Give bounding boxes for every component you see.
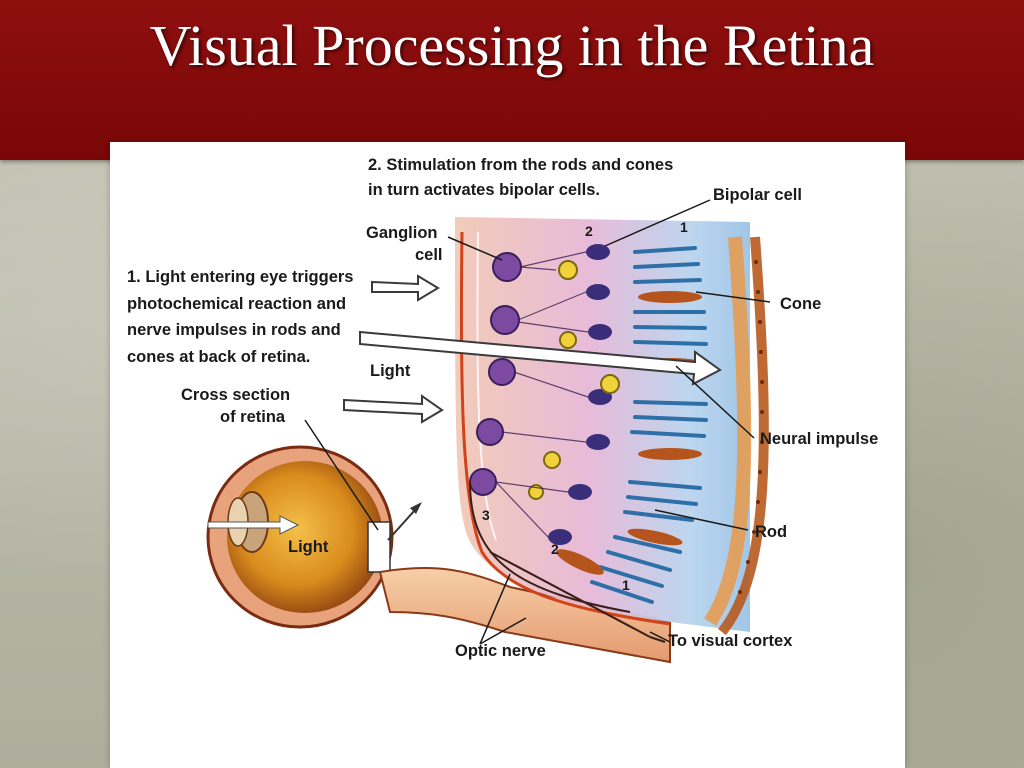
eyeball — [206, 445, 394, 629]
cross-section-pointer-arrow — [387, 509, 416, 541]
step2-text-line1: 2. Stimulation from the rods and cones — [368, 156, 673, 174]
cone-label: Cone — [780, 295, 821, 313]
retina-diagram: 2. Stimulation from the rods and cones i… — [127, 156, 878, 664]
optic-nerve-label: Optic nerve — [455, 642, 546, 660]
step1-text-line3: nerve impulses in rods and — [127, 321, 341, 339]
step-number-bottom-3: 3 — [482, 507, 490, 523]
impulse-path — [469, 481, 666, 643]
light-label-eye: Light — [288, 538, 329, 556]
rod-label: Rod — [755, 523, 787, 541]
step1-text-line2: photochemical reaction and — [127, 295, 346, 313]
light-label-top: Light — [370, 362, 411, 380]
eye-light-arrow — [207, 515, 300, 535]
step1-text-line4: cones at back of retina. — [127, 348, 310, 366]
to-visual-cortex-label: To visual cortex — [668, 632, 793, 650]
neural-connections — [495, 251, 589, 538]
diagram-panel: 2. Stimulation from the rods and cones i… — [110, 142, 905, 768]
step-number-bottom-1: 1 — [622, 577, 630, 593]
step-number-bottom-2: 2 — [551, 541, 559, 557]
leader-lines — [304, 199, 771, 645]
step1-text-line1: 1. Light entering eye triggers — [127, 268, 353, 286]
neural-impulse-label: Neural impulse — [760, 430, 878, 448]
step-number-top-1: 1 — [680, 219, 688, 235]
cross-section-label-line1: Cross section — [181, 386, 290, 404]
ganglion-label-line1: Ganglion — [366, 224, 438, 242]
ganglion-cells — [469, 252, 522, 496]
diagram-labels: 2. Stimulation from the rods and cones i… — [127, 156, 878, 660]
step2-text-line2: in turn activates bipolar cells. — [368, 181, 600, 199]
step-number-top-2: 2 — [585, 223, 593, 239]
ganglion-label-line2: cell — [415, 246, 443, 264]
cross-section-label-line2: of retina — [220, 408, 286, 426]
light-arrows — [343, 274, 722, 424]
slide-title: Visual Processing in the Retina — [149, 13, 875, 78]
title-bar: Visual Processing in the Retina — [0, 0, 1024, 160]
bipolar-cell-label: Bipolar cell — [713, 186, 802, 204]
